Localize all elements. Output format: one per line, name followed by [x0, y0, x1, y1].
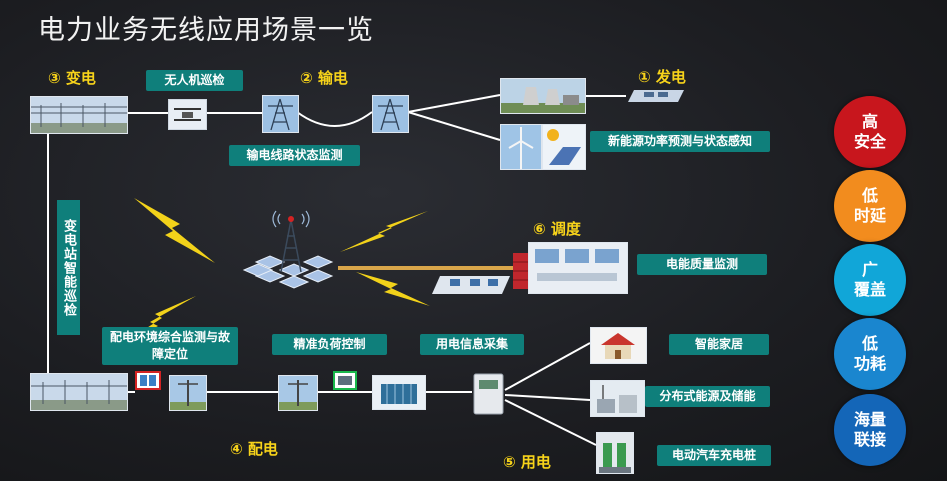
label-uav-patrol: 无人机巡检 — [146, 70, 243, 91]
label-env-monitor: 配电环境综合监测与故障定位 — [102, 327, 238, 365]
section-consumption: ⑤ 用电 — [503, 453, 551, 471]
label-ev-charging: 电动汽车充电桩 — [657, 445, 771, 466]
section-distribution: ④ 配电 — [230, 440, 278, 458]
solar-panel-image — [542, 124, 586, 170]
transmission-tower-image-2 — [372, 95, 409, 133]
wireless-base-station-icon — [236, 210, 346, 294]
firewall-icon — [513, 253, 528, 289]
label-distributed-energy: 分布式能源及储能 — [645, 386, 770, 407]
distribution-pole-image-2 — [278, 375, 318, 411]
feature-high-security: 高安全 — [834, 96, 906, 168]
label-smart-home: 智能家居 — [669, 334, 769, 355]
section-substation: ③ 变电 — [48, 69, 96, 87]
section-transmission: ② 输电 — [300, 69, 348, 87]
control-room-image — [626, 86, 688, 106]
label-info-collect: 用电信息采集 — [420, 334, 524, 355]
drone-image — [168, 99, 207, 130]
transmission-tower-image — [262, 95, 299, 133]
feature-wide-coverage: 广覆盖 — [834, 244, 906, 316]
transformer-image — [372, 375, 426, 410]
substation-image — [30, 96, 128, 134]
label-line-monitor: 输电线路状态监测 — [229, 145, 360, 166]
load-control-terminal-icon — [333, 371, 357, 390]
smart-home-image — [590, 327, 647, 364]
section-generation: ① 发电 — [638, 68, 686, 86]
distribution-substation-image — [30, 373, 128, 411]
monitor-terminal-icon — [135, 371, 161, 390]
label-load-control: 精准负荷控制 — [272, 334, 387, 355]
feature-low-latency: 低时延 — [834, 170, 906, 242]
page-title: 电力业务无线应用场景一览 — [38, 15, 374, 46]
feature-low-power: 低功耗 — [834, 318, 906, 390]
smart-meter-icon — [472, 372, 505, 416]
wind-turbine-image — [500, 124, 542, 170]
ev-charger-image — [596, 432, 634, 474]
label-power-quality: 电能质量监测 — [637, 254, 767, 275]
workstation-image — [430, 272, 512, 298]
dispatch-center-image — [528, 242, 628, 294]
label-renewable: 新能源功率预测与状态感知 — [590, 131, 770, 152]
distributed-energy-image — [590, 380, 645, 417]
section-dispatch: ⑥ 调度 — [533, 220, 581, 238]
power-plant-image — [500, 78, 586, 114]
label-substation-patrol: 变电站智能巡检 — [57, 200, 80, 335]
distribution-pole-image — [169, 375, 207, 411]
feature-massive-connection: 海量联接 — [834, 394, 906, 466]
